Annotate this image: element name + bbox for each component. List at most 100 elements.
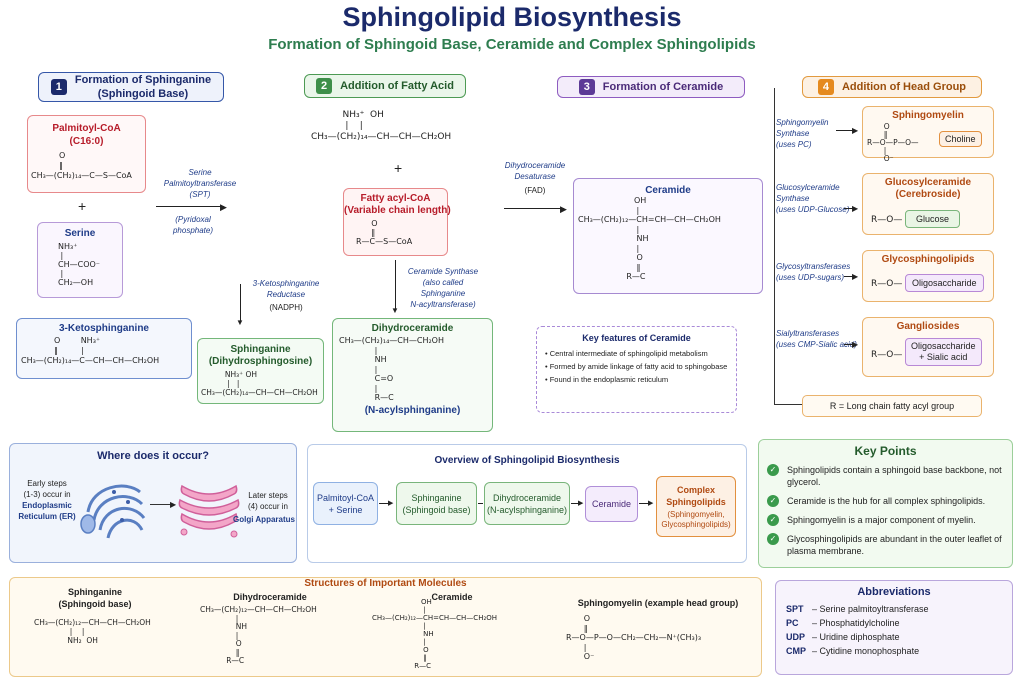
endoplasmic-reticulum-icon bbox=[80, 484, 146, 539]
ceramide-features-title: Key features of Ceramide bbox=[582, 333, 691, 343]
key-point-item: ✓Glycosphingolipids are abundant in the … bbox=[767, 533, 1004, 557]
serine-box: Serine NH₃⁺ | CH—COO⁻ | CH₂—OH bbox=[37, 222, 123, 298]
glucosylceramide-synthase-label: Glucosylceramide Synthase (uses UDP-Gluc… bbox=[776, 183, 850, 214]
reductase-cofactor-label: (NADPH) bbox=[269, 303, 303, 312]
plus-sign-1: + bbox=[78, 198, 87, 214]
palmitoyl-coa-box: Palmitoyl-CoA (C16:0) O ‖ CH₃—(CH₂)₁₄—C—… bbox=[27, 115, 146, 193]
key-points-title: Key Points bbox=[854, 444, 917, 458]
dihydroceramide-subtitle: (N-acylsphinganine) bbox=[364, 404, 461, 416]
sialyltransferases-label: Sialyltransferases (uses CMP-Sialic acid… bbox=[776, 329, 857, 349]
step-4-number: 4 bbox=[817, 79, 834, 95]
desaturase-arrow-head: ▶ bbox=[560, 204, 567, 214]
spt-arrow-head: ▶ bbox=[220, 202, 227, 212]
overview-title: Overview of Sphingolipid Biosynthesis bbox=[434, 455, 620, 466]
key-points-list: ✓Sphingolipids contain a sphingoid base … bbox=[759, 464, 1012, 557]
key-point-item: ✓Sphingomyelin is a major component of m… bbox=[767, 514, 1004, 526]
ketosphinganine-structure: O NH₃⁺ ‖ | CH₃—(CH₂)₁₄—C—CH—CH—CH₂OH bbox=[21, 336, 160, 365]
ceramide-features-list: • Central intermediate of sphingolipid m… bbox=[545, 349, 730, 385]
location-arrow bbox=[150, 504, 174, 506]
step4-arrow-head: ▶ bbox=[852, 204, 859, 213]
spt-cofactor-label: (Pyridoxal phosphate) bbox=[172, 215, 214, 235]
step4-bracket-foot bbox=[774, 404, 802, 406]
r-group-legend: R = Long chain fatty acyl group bbox=[802, 395, 982, 417]
overview-arrow-head: ▶ bbox=[578, 500, 584, 507]
step2-sphinganine-structure: NH₃⁺ OH | | CH₃—(CH₂)₁₄—CH—CH—CH₂OH bbox=[311, 110, 452, 142]
gangliosides-box: Gangliosides R—O— Oligosaccharide + Sial… bbox=[862, 317, 994, 377]
ceramide-structure: OH | CH₃—(CH₂)₁₂—CH=CH—CH—CH₂OH | NH | O… bbox=[578, 196, 721, 281]
glucosylceramide-title: Glucosylceramide (Cerebroside) bbox=[884, 177, 972, 200]
key-points-panel: Key Points ✓Sphingolipids contain a sphi… bbox=[758, 439, 1013, 568]
glucosylceramide-structure: R—O— bbox=[871, 215, 903, 225]
oligosaccharide-sialic-pill: Oligosaccharide + Sialic acid bbox=[905, 338, 982, 366]
step-3-label: Formation of Ceramide bbox=[602, 81, 724, 93]
sphinganine-structure: NH₃⁺ OH | | CH₃—(CH₂)₁₄—CH—CH—CH₂OH bbox=[201, 370, 318, 397]
ketosphinganine-title: 3-Ketosphinganine bbox=[58, 323, 149, 334]
abbreviations-title: Abbreviations bbox=[857, 586, 931, 598]
key-point-item: ✓Ceramide is the hub for all complex sph… bbox=[767, 495, 1004, 507]
overview-arrow bbox=[379, 503, 391, 505]
golgi-apparatus-icon bbox=[178, 484, 240, 538]
structure-sphinganine-name: Sphinganine (Sphingoid base) bbox=[58, 587, 132, 609]
overview-arrow bbox=[571, 503, 582, 505]
ceramide-feature-item: • Found in the endoplasmic reticulum bbox=[545, 375, 669, 384]
step4-bracket-line bbox=[774, 88, 776, 404]
overview-node-complex-label: Complex Sphingolipids bbox=[666, 484, 726, 507]
step-1-header: 1 Formation of Sphinganine (Sphingoid Ba… bbox=[38, 72, 224, 102]
structure-ceramide-name: Ceramide bbox=[431, 592, 473, 602]
step-1-label: Formation of Sphinganine (Sphingoid Base… bbox=[74, 74, 212, 100]
choline-pill: Choline bbox=[939, 131, 982, 147]
overview-node-precursors: Palmitoyl-CoA + Serine bbox=[313, 482, 378, 525]
overview-node-dihydroceramide: Dihydroceramide (N-acylsphinganine) bbox=[484, 482, 570, 525]
ceramide-feature-item: • Formed by amide linkage of fatty acid … bbox=[545, 362, 728, 371]
check-icon: ✓ bbox=[767, 533, 779, 545]
step4-arrow-head: ▶ bbox=[852, 272, 859, 281]
step-3-number: 3 bbox=[578, 79, 595, 95]
sphingomyelin-structure: O ‖ R—O—P—O— | O⁻ bbox=[867, 122, 919, 163]
key-point-item: ✓Sphingolipids contain a sphingoid base … bbox=[767, 464, 1004, 488]
desaturase-cofactor-label: (FAD) bbox=[524, 186, 546, 195]
glucose-pill: Glucose bbox=[905, 210, 961, 228]
step-4-header: 4 Addition of Head Group bbox=[802, 76, 982, 98]
sphinganine-title: Sphinganine (Dihydrosphingosine) bbox=[208, 344, 313, 367]
reductase-arrow bbox=[240, 284, 242, 322]
step-4-label: Addition of Head Group bbox=[841, 81, 967, 93]
palmitoyl-coa-structure: O ‖ CH₃—(CH₂)₁₄—C—S—CoA bbox=[31, 151, 132, 180]
gangliosides-structure: R—O— bbox=[871, 350, 903, 360]
overview-arrow-head: ▶ bbox=[388, 500, 394, 507]
ketosphinganine-box: 3-Ketosphinganine O NH₃⁺ ‖ | CH₃—(CH₂)₁₄… bbox=[16, 318, 192, 379]
abbreviation-item: PC– Phosphatidylcholine bbox=[786, 618, 900, 628]
abbreviations-panel: Abbreviations SPT– Serine palmitoyltrans… bbox=[775, 580, 1013, 675]
spt-arrow bbox=[156, 206, 224, 208]
step4-arrow-head: ▶ bbox=[852, 126, 859, 135]
palmitoyl-coa-title: Palmitoyl-CoA (C16:0) bbox=[52, 123, 121, 147]
plus-sign-2: + bbox=[394, 160, 403, 176]
early-steps-label: Early steps (1-3) occur in bbox=[23, 479, 71, 499]
page-title: Sphingolipid Biosynthesis bbox=[342, 2, 682, 32]
gangliosides-title: Gangliosides bbox=[896, 321, 960, 332]
structure-ceramide: OH | CH₃—(CH₂)₁₂—CH=CH—CH—CH₂OH | NH | O… bbox=[372, 598, 498, 670]
abbreviation-item: SPT– Serine palmitoyltransferase bbox=[786, 604, 929, 614]
glycosphingolipids-box: Glycosphingolipids R—O— Oligosaccharide bbox=[862, 250, 994, 302]
fatty-acyl-coa-box: Fatty acyl-CoA (Variable chain length) O… bbox=[343, 188, 451, 256]
glycosphingolipids-title: Glycosphingolipids bbox=[881, 254, 975, 265]
er-location-label: Endoplasmic Reticulum (ER) bbox=[18, 501, 76, 521]
fatty-acyl-coa-title: Fatty acyl-CoA (Variable chain length) bbox=[344, 193, 451, 216]
structure-dihydroceramide: CH₃—(CH₂)₁₂—CH—CH—CH₂OH | NH | O ‖ R—C bbox=[200, 605, 317, 665]
step-2-header: 2 Addition of Fatty Acid bbox=[304, 74, 466, 98]
step-3-header: 3 Formation of Ceramide bbox=[557, 76, 745, 98]
structure-sphingomyelin-name: Sphingomyelin (example head group) bbox=[577, 598, 739, 608]
check-icon: ✓ bbox=[767, 495, 779, 507]
overview-node-sphinganine: Sphinganine (Sphingoid base) bbox=[396, 482, 477, 525]
desaturase-enzyme-label: Dihydroceramide Desaturase bbox=[504, 161, 566, 181]
ceramide-synthase-arrow bbox=[395, 260, 397, 310]
structure-sphingomyelin: O ‖ R—O—P—O—CH₂—CH₂—N⁺(CH₃)₃ | O⁻ bbox=[566, 614, 702, 661]
dihydroceramide-box: Dihydroceramide CH₃—(CH₂)₁₄—CH—CH₂OH | N… bbox=[332, 318, 493, 432]
abbreviation-item: CMP– Cytidine monophosphate bbox=[786, 646, 920, 656]
ceramide-features-box: Key features of Ceramide • Central inter… bbox=[536, 326, 737, 413]
ceramide-feature-item: • Central intermediate of sphingolipid m… bbox=[545, 349, 708, 358]
abbreviation-item: UDP– Uridine diphosphate bbox=[786, 632, 900, 642]
location-arrow-head: ▶ bbox=[170, 500, 177, 509]
overview-arrow bbox=[639, 503, 651, 505]
location-panel: Where does it occur? Early steps (1-3) o… bbox=[9, 443, 297, 563]
glycosphingolipids-structure: R—O— bbox=[871, 279, 903, 289]
